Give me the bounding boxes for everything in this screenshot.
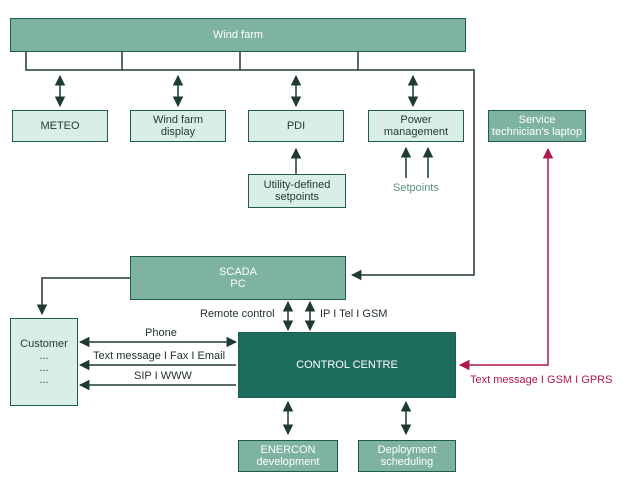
- deployment-scheduling-box: Deployment scheduling: [358, 440, 456, 472]
- wind-farm-display-box: Wind farm display: [130, 110, 226, 142]
- setpoints-label: Setpoints: [393, 182, 439, 194]
- wind-farm-box: Wind farm: [10, 18, 466, 52]
- meteo-box: METEO: [12, 110, 108, 142]
- scada-box: SCADA PC: [130, 256, 346, 300]
- remote-control-label: Remote control: [200, 308, 275, 320]
- phone-label: Phone: [145, 327, 177, 339]
- sip-www-label: SIP I WWW: [134, 370, 192, 382]
- pdi-box: PDI: [248, 110, 344, 142]
- control-centre-box: CONTROL CENTRE: [238, 332, 456, 398]
- enercon-development-box: ENERCON development: [238, 440, 338, 472]
- ip-tel-gsm-label: IP I Tel I GSM: [320, 308, 388, 320]
- text-gsm-gprs-label: Text message I GSM I GPRS: [470, 374, 613, 386]
- scada-to-customer-arrow: [36, 277, 130, 316]
- service-laptop-box: Service technician's laptop: [488, 110, 586, 142]
- text-fax-email-label: Text message I Fax I Email: [93, 350, 226, 362]
- power-management-box: Power management: [368, 110, 464, 142]
- utility-setpoints-box: Utility-defined setpoints: [248, 174, 346, 208]
- wind-farm-bus: [25, 52, 475, 281]
- customer-box: Customer ... ... ...: [10, 318, 78, 406]
- laptop-link: [458, 147, 554, 371]
